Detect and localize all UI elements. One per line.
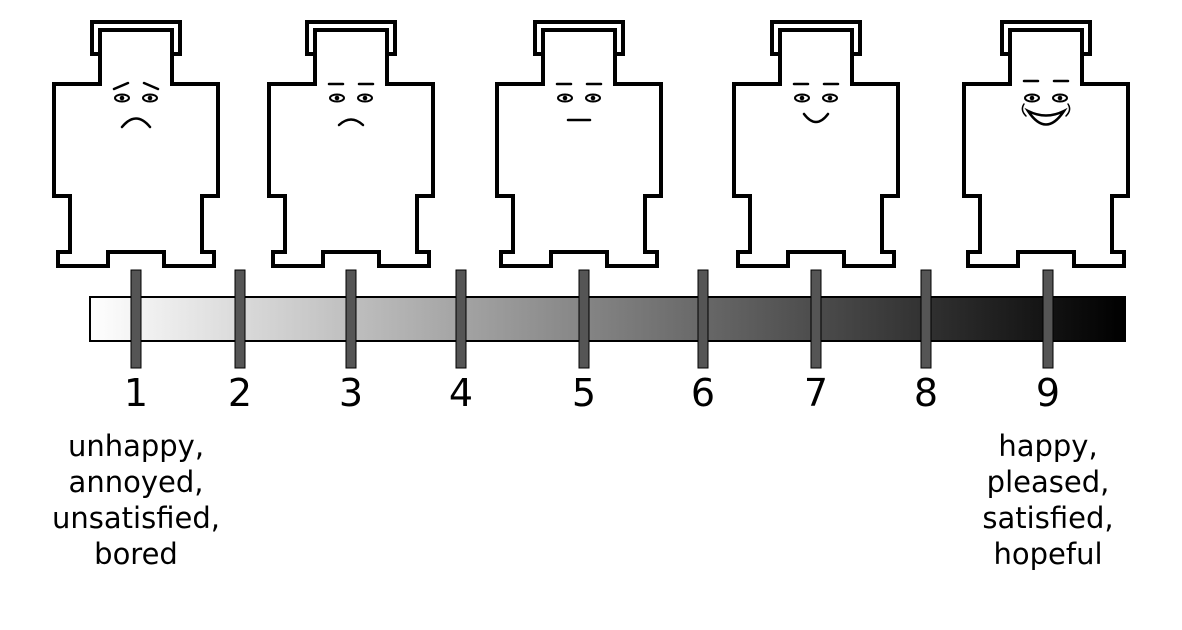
face-smile-icon: [792, 82, 840, 124]
low-anchor-line: annoyed,: [68, 465, 204, 499]
scale-tick-label: 3: [338, 371, 364, 415]
high-anchor-label: happy, pleased, satisfied, hopeful: [928, 428, 1168, 572]
scale-tick-label: 1: [123, 371, 149, 415]
scale-tick-mark: [234, 269, 246, 369]
scale-tick-label: 2: [227, 371, 253, 415]
low-anchor-line: unsatisfied,: [52, 501, 220, 535]
low-anchor-label: unhappy, annoyed, unsatisfied, bored: [16, 428, 256, 572]
high-anchor-line: happy,: [998, 429, 1098, 463]
sam-figure-very-happy: [962, 20, 1130, 268]
scale-tick-mark: [130, 269, 142, 369]
sam-figure-neutral: [495, 20, 663, 268]
low-anchor-line: bored: [94, 537, 178, 571]
scale-tick-mark: [697, 269, 709, 369]
face-sad-icon: [327, 82, 375, 127]
scale-tick-label: 8: [913, 371, 939, 415]
scale-tick-mark: [1042, 269, 1054, 369]
face-very-sad-icon: [112, 81, 160, 129]
scale-tick-label: 4: [448, 371, 474, 415]
high-anchor-line: hopeful: [993, 537, 1103, 571]
scale-tick-label: 7: [803, 371, 829, 415]
scale-tick-label: 9: [1035, 371, 1061, 415]
scale-tick-mark: [345, 269, 357, 369]
gradient-bar: [89, 296, 1126, 342]
scale-tick-mark: [578, 269, 590, 369]
face-neutral-icon: [555, 82, 603, 122]
high-anchor-line: satisfied,: [982, 501, 1114, 535]
scale-tick-mark: [455, 269, 467, 369]
scale-tick-mark: [810, 269, 822, 369]
scale-tick-label: 5: [571, 371, 597, 415]
low-anchor-line: unhappy,: [67, 429, 205, 463]
scale-tick-mark: [920, 269, 932, 369]
sam-figure-smile: [732, 20, 900, 268]
sam-figure-very-sad: [52, 20, 220, 268]
high-anchor-line: pleased,: [986, 465, 1110, 499]
scale-tick-label: 6: [690, 371, 716, 415]
sam-figure-sad: [267, 20, 435, 268]
face-very-happy-icon: [1021, 79, 1071, 126]
